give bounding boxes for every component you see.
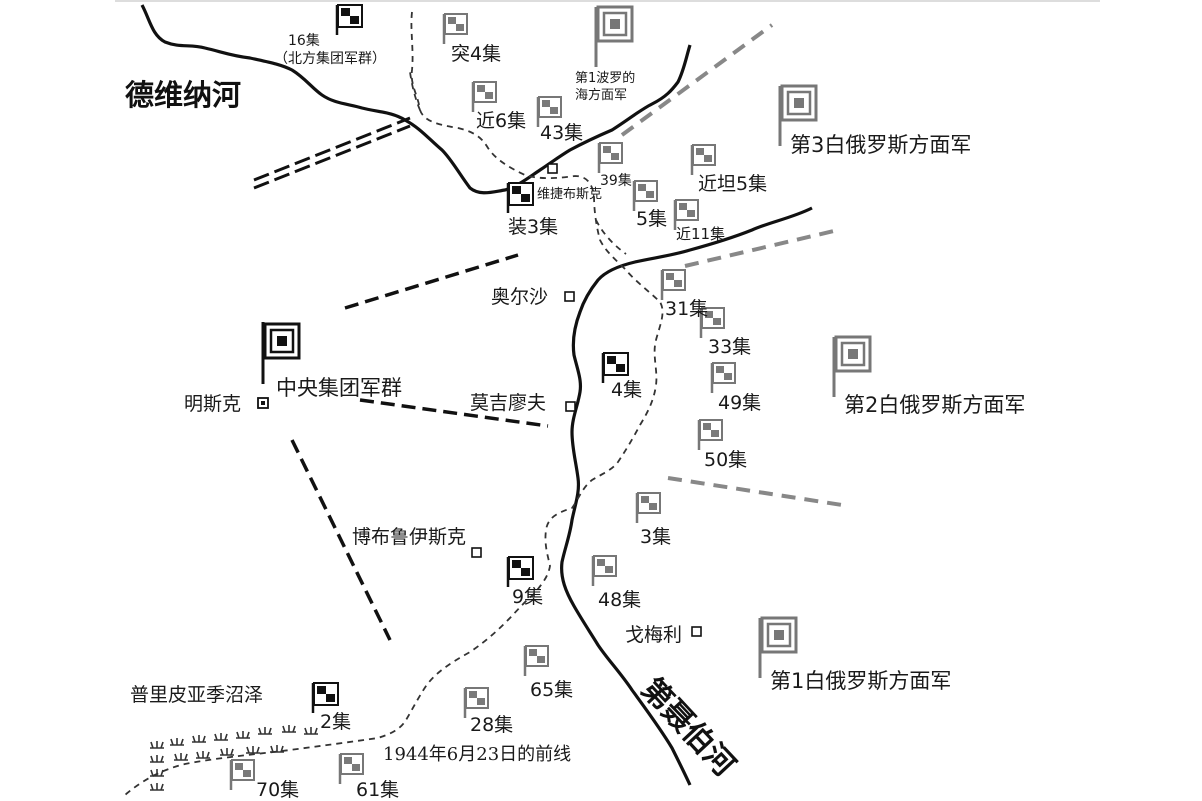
- flag-army2-icon: [311, 681, 340, 715]
- flag-pz3-icon: [506, 181, 535, 215]
- dnieper-river: [560, 206, 813, 786]
- flag-a49-icon: [710, 361, 737, 395]
- city-label-mogilev: 莫吉廖夫: [470, 392, 546, 414]
- front-label-baltic1-line2: 海方面军: [575, 87, 627, 103]
- city-label-gomel: 戈梅利: [625, 624, 682, 646]
- unit-label-a48: 48集: [598, 589, 641, 611]
- unit-label-a28: 28集: [470, 714, 513, 736]
- flag-a5-icon: [632, 179, 659, 213]
- attack-line-2belorussian: [667, 476, 843, 507]
- boundary-line-2: [344, 253, 519, 310]
- flag-a65-icon: [523, 644, 550, 678]
- city-marker-gomel: [691, 626, 702, 637]
- front-label-2belorussian: 第2白俄罗斯方面军: [844, 393, 1025, 417]
- flag-army9-icon: [506, 555, 535, 589]
- boundary-line-1b: [253, 124, 411, 190]
- flag-a70-icon: [229, 758, 256, 792]
- flag-a3-icon: [635, 491, 662, 525]
- city-marker-vitebsk: [547, 163, 558, 174]
- flag-a50-icon: [697, 418, 724, 452]
- unit-label-army4: 4集: [611, 379, 642, 401]
- flag-baltic1-front-icon: [594, 5, 634, 69]
- unit-label-a3: 3集: [640, 526, 671, 548]
- front-line-north-stub: [409, 71, 421, 111]
- unit-label-army9: 9集: [512, 586, 543, 608]
- unit-label-a5: 5集: [636, 208, 667, 230]
- river-label-dvina: 德维纳河: [125, 78, 241, 112]
- dvina-river: [140, 4, 692, 195]
- unit-label-army2: 2集: [320, 711, 351, 733]
- city-label-vitebsk: 维捷布斯克: [537, 187, 602, 202]
- unit-label-gt5: 近坦5集: [698, 173, 767, 195]
- river-label-dnieper: 第聂伯河: [634, 672, 741, 784]
- attack-line-baltic: [620, 23, 774, 137]
- flag-gt5-icon: [690, 143, 717, 177]
- city-marker-bobruisk: [471, 547, 482, 558]
- region-label-pripyat: 普里皮亚季沼泽: [130, 684, 263, 706]
- unit-label-pz3: 装3集: [508, 216, 558, 238]
- front-label-3belorussian: 第3白俄罗斯方面军: [790, 133, 971, 157]
- flag-a48-icon: [591, 554, 618, 588]
- flag-g6-icon: [471, 80, 498, 114]
- unit-label-a50: 50集: [704, 449, 747, 471]
- army16-label-line2: （北方集团军群）: [274, 50, 386, 67]
- flag-a39-icon: [597, 141, 624, 175]
- city-marker-mogilev: [565, 401, 576, 412]
- unit-label-g6: 近6集: [476, 110, 526, 132]
- army16-label-line1: 16集: [288, 32, 320, 49]
- unit-label-shock4: 突4集: [451, 43, 501, 65]
- boundary-line-4: [290, 439, 392, 641]
- front-label-baltic1-line1: 第1波罗的: [575, 70, 635, 86]
- flag-army-group-center-icon: [261, 320, 301, 386]
- city-marker-orsha: [564, 291, 575, 302]
- city-marker-minsk-dot: [261, 401, 265, 405]
- unit-label-g11: 近11集: [676, 225, 725, 243]
- unit-label-a70: 70集: [256, 779, 299, 801]
- army-group-center-label: 中央集团军群: [276, 376, 402, 400]
- flag-a31-icon: [660, 268, 687, 302]
- city-label-bobruisk: 博布鲁伊斯克: [352, 526, 466, 548]
- city-label-orsha: 奥尔沙: [491, 286, 548, 308]
- boundary-line-3: [359, 398, 549, 428]
- unit-label-a39: 39集: [600, 172, 632, 189]
- front-label-1belorussian: 第1白俄罗斯方面军: [770, 669, 951, 693]
- city-label-minsk: 明斯克: [184, 393, 241, 415]
- marsh-symbols: [150, 725, 318, 791]
- unit-label-a61: 61集: [356, 779, 399, 801]
- front-line-ribbon: [595, 219, 627, 255]
- unit-label-a33: 33集: [708, 336, 751, 358]
- flag-2belorussian-front-icon: [832, 335, 872, 399]
- unit-label-a43: 43集: [540, 122, 583, 144]
- unit-label-a31: 31集: [665, 298, 708, 320]
- unit-label-a49: 49集: [718, 392, 761, 414]
- flag-army16-icon: [335, 3, 364, 37]
- frontline-date-label: 1944年6月23日的前线: [383, 744, 571, 765]
- attack-line-3belorussian: [684, 228, 839, 268]
- boundary-line-1: [253, 116, 411, 182]
- flag-shock4-icon: [442, 12, 469, 46]
- unit-label-a65: 65集: [530, 679, 573, 701]
